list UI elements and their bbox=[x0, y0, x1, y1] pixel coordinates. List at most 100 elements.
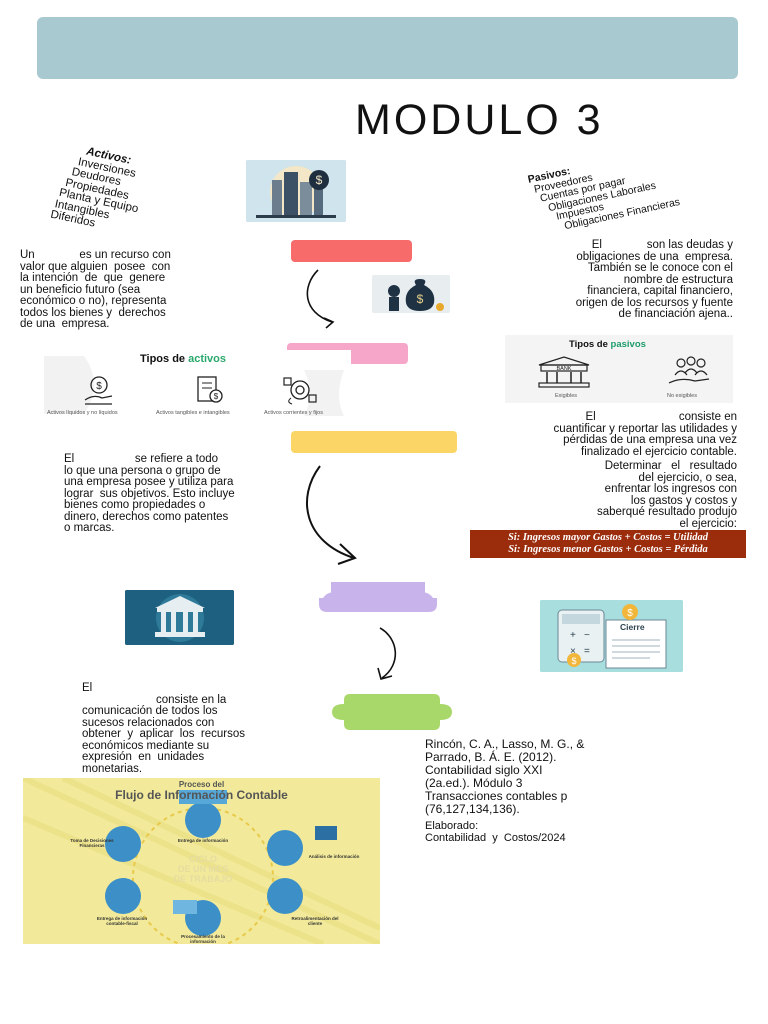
text-line: El bbox=[82, 682, 93, 694]
text-line: expresión en unidades bbox=[82, 751, 205, 763]
text-line: pérdidas de una empresa una vez bbox=[563, 434, 737, 446]
flujo-step: Entrega de información contable-fiscal bbox=[96, 916, 148, 926]
header-banner bbox=[37, 17, 738, 79]
caption: Activos corrientes y fijos bbox=[264, 410, 323, 416]
title-part: Tipos de bbox=[569, 339, 611, 350]
svg-text:$: $ bbox=[417, 292, 424, 306]
text-line: También se le conoce con el bbox=[587, 262, 733, 274]
text-line: el ejercicio: bbox=[679, 517, 737, 530]
elaborado-label: Elaborado: bbox=[425, 820, 479, 832]
text-line: bienes como propiedades o bbox=[64, 499, 206, 511]
text-line: Contabilidad siglo XXI bbox=[425, 763, 543, 777]
text-line: obtener y aplicar los recursos bbox=[82, 728, 245, 740]
text-line: saberqué resultado produjo bbox=[596, 506, 737, 518]
formula-box: Si: Ingresos mayor Gastos + Costos = Uti… bbox=[470, 530, 746, 558]
text-line: (2a.ed.). Módulo 3 bbox=[425, 776, 523, 790]
svg-text:$: $ bbox=[316, 173, 323, 187]
text-line: o marcas. bbox=[64, 522, 115, 534]
text-line: monetarias. bbox=[82, 762, 143, 775]
text-line: (76,127,134,136). bbox=[425, 802, 520, 816]
flujo-step: Entrega de información bbox=[177, 838, 229, 843]
document-check-icon: $ bbox=[197, 376, 223, 403]
flujo-step: Retroalimentación del cliente bbox=[291, 916, 339, 926]
text-line: económico o no), representa bbox=[20, 295, 167, 307]
text-line: Un es un recurso con bbox=[20, 249, 171, 261]
tipos-activos-graphic: Tipos de activos $ $ Activos líquidos y … bbox=[44, 350, 351, 420]
text-line: DE TRABAJO bbox=[173, 874, 233, 884]
text-line: valor que alguien posee con bbox=[20, 260, 171, 273]
text-line: todos los bienes y derechos bbox=[20, 306, 166, 319]
text-line: enfrentar los ingresos con bbox=[604, 483, 737, 495]
caption: No exigibles bbox=[667, 393, 697, 399]
page-title: MODULO 3 bbox=[355, 96, 604, 144]
flujo-title: Flujo de Información Contable bbox=[115, 788, 288, 802]
text-line: finalizado el ejercicio contable. bbox=[581, 445, 737, 458]
svg-text:+: + bbox=[570, 630, 576, 641]
cierre-label: Cierre bbox=[620, 622, 645, 632]
text-line: una empresa posee y utiliza para bbox=[64, 476, 234, 488]
curved-arrow-icon bbox=[377, 627, 397, 680]
label-pill-yellow bbox=[291, 431, 457, 453]
formula-utilidad: Si: Ingresos mayor Gastos + Costos = Uti… bbox=[507, 532, 709, 543]
svg-text:−: − bbox=[584, 630, 590, 641]
pasivos-list: Pasivos: Proveedores Cuentas por pagar O… bbox=[527, 145, 681, 237]
text-line: financiera, capital financiero, bbox=[587, 285, 733, 297]
text-line: un beneficio futuro (sea bbox=[20, 283, 141, 296]
text-line: El consiste en bbox=[585, 411, 737, 423]
flujo-subtitle: Proceso del bbox=[178, 780, 225, 789]
svg-text:$: $ bbox=[627, 608, 633, 619]
curved-arrow-icon bbox=[306, 269, 335, 329]
text-line: Determinar el resultado bbox=[604, 460, 737, 472]
money-bag-image: $ bbox=[372, 275, 450, 313]
puzzle-piece-lilac bbox=[317, 580, 439, 612]
text-line: nombre de estructura bbox=[623, 273, 733, 286]
label-pill-red bbox=[291, 240, 412, 262]
bank-icon: BANK bbox=[538, 356, 590, 388]
flujo-infographic: Proceso del Flujo de Información Contabl… bbox=[23, 778, 380, 944]
flujo-step: Análisis de información bbox=[308, 854, 360, 859]
svg-text:$: $ bbox=[571, 656, 576, 666]
flujo-step: Procesamiento de la información bbox=[181, 934, 225, 944]
flujo-step: Toma de Decisiones Financieras bbox=[70, 838, 114, 848]
text-line: origen de los recursos y fuente bbox=[575, 296, 733, 309]
text-line: dinero, derechos como patentes bbox=[64, 510, 229, 523]
text-line: de una empresa. bbox=[20, 318, 110, 330]
text-line: obligaciones de una empresa. bbox=[576, 250, 733, 263]
tipos-pasivos-graphic: Tipos de pasivos BANK Exigibles No exigi… bbox=[505, 335, 733, 403]
caption: Activos líquidos y no líquidos bbox=[47, 410, 118, 416]
text-line: El son las deudas y bbox=[591, 239, 733, 251]
text-line: Parrado, B. Á. E. (2012). bbox=[425, 750, 557, 764]
formula-perdida: Si: Ingresos menor Gastos + Costos = Pér… bbox=[508, 544, 708, 555]
target-cycle-icon bbox=[283, 377, 317, 405]
text-line: comunicación de todos los bbox=[82, 705, 218, 717]
svg-text:$: $ bbox=[96, 381, 102, 392]
coin-hand-icon: $ bbox=[84, 376, 113, 405]
text-line: lo que una persona o grupo de bbox=[64, 464, 221, 477]
text-line: la intención de que genere bbox=[20, 272, 166, 284]
tipos-activos-title: Tipos de activos bbox=[140, 353, 226, 365]
text-line: los gastos y costos y bbox=[630, 494, 737, 507]
cierre-calculator-image: + − × = $ $ Cierre bbox=[540, 600, 683, 672]
pasivo-definition: El son las deudas y obligaciones de una … bbox=[515, 239, 733, 321]
text-line: lograr sus objetivos. Esto incluye bbox=[64, 487, 235, 500]
text-line: consiste en la bbox=[156, 693, 227, 706]
elaborado-block: Elaborado: Contabilidad y Costos/2024 bbox=[425, 820, 566, 844]
reference: Rincón, C. A., Lasso, M. G., & Parrado, … bbox=[425, 738, 665, 816]
caption: Activos tangibles e intangibles bbox=[156, 410, 230, 416]
text-line: de financiación ajena.. bbox=[618, 308, 733, 320]
building-image: $ bbox=[246, 160, 346, 222]
title-part: Tipos de bbox=[140, 353, 189, 365]
curved-arrow-icon bbox=[306, 465, 357, 565]
text-line: del ejercicio, o sea, bbox=[638, 471, 737, 484]
caption: Exigibles bbox=[555, 393, 578, 399]
svg-text:=: = bbox=[584, 646, 590, 657]
text-line: económicos mediante su bbox=[82, 739, 210, 752]
bank-label: BANK bbox=[557, 366, 572, 372]
elaborado-course: Contabilidad y Costos/2024 bbox=[425, 832, 566, 844]
title-accent: activos bbox=[188, 353, 227, 365]
activos-list: Activos: Inversiones Deudores Propiedade… bbox=[49, 142, 148, 238]
flujo-center-label: CICLO DE UN MES DE TRABAJO bbox=[163, 854, 243, 884]
puzzle-piece-green bbox=[332, 694, 452, 730]
text-line: sucesos relacionados con bbox=[82, 716, 215, 729]
text-line: DE UN MES bbox=[177, 864, 228, 874]
